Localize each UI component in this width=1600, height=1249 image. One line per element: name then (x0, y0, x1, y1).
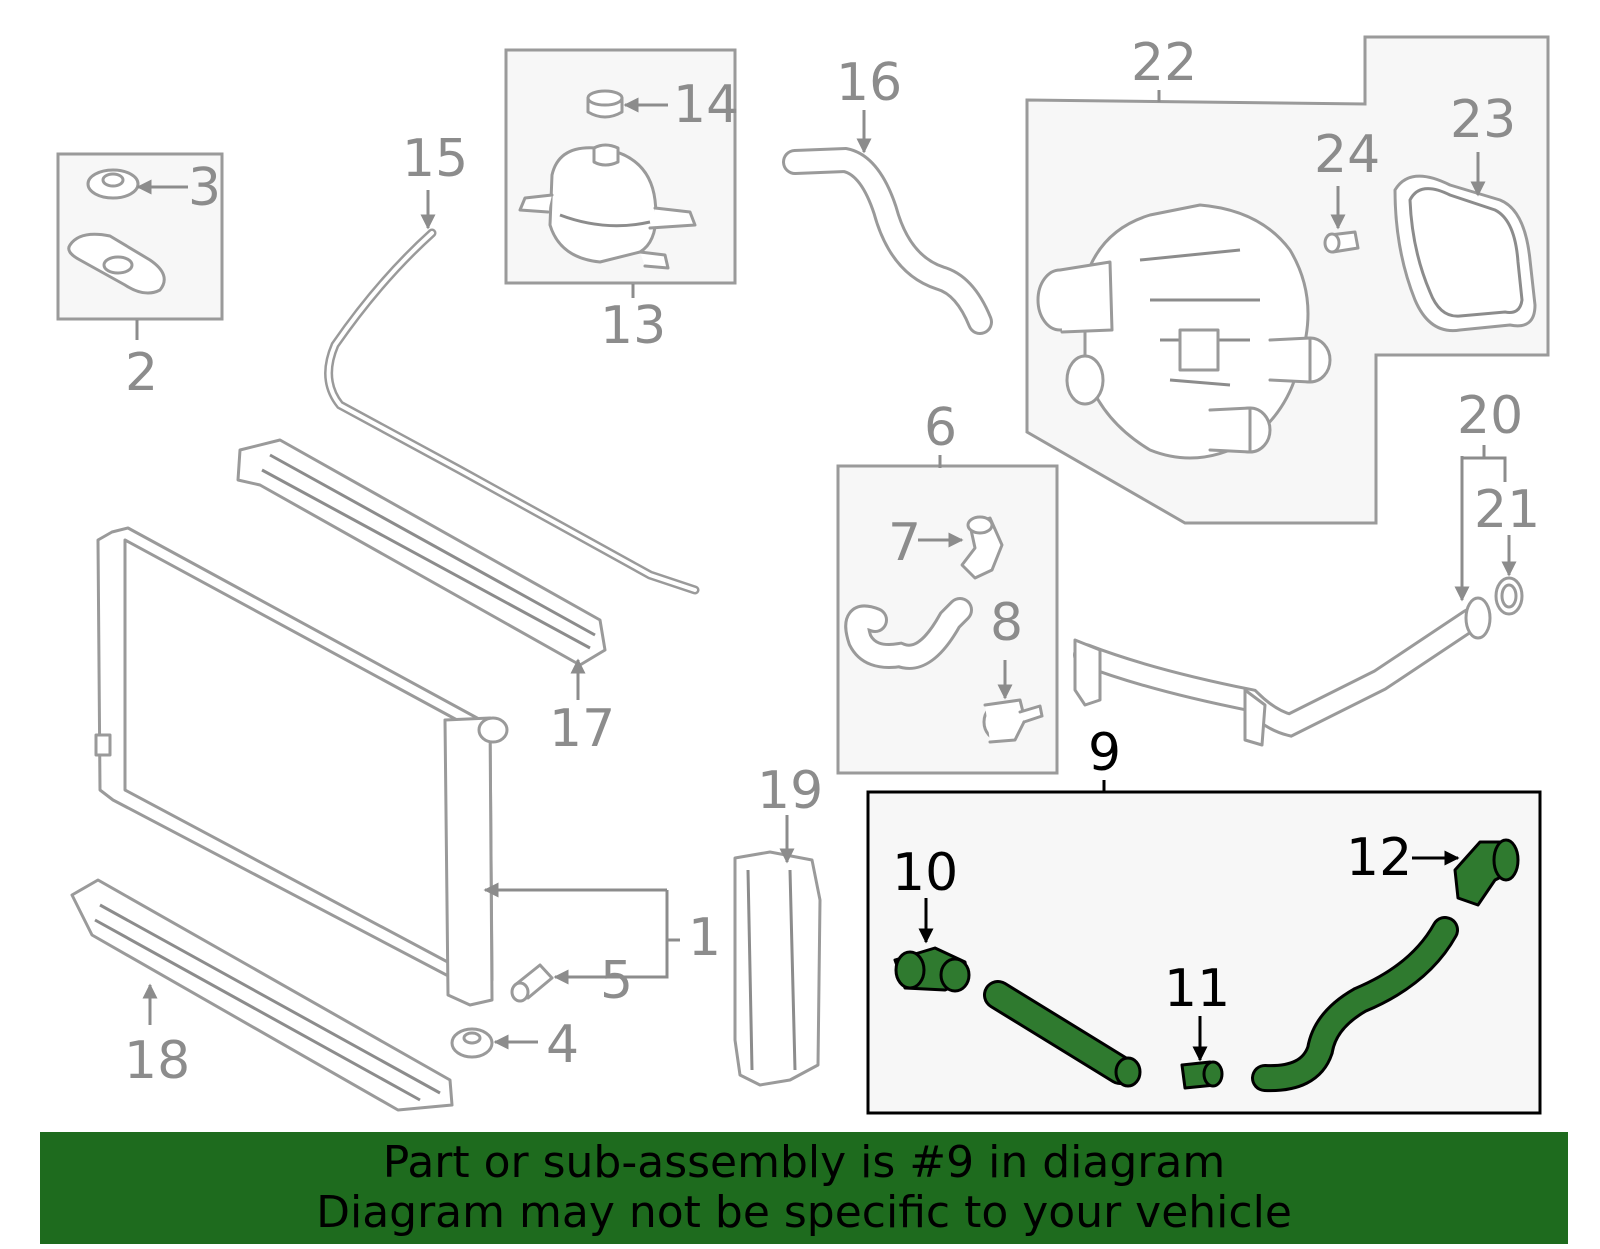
callout-7: 7 (888, 513, 921, 573)
callout-18: 18 (124, 1031, 190, 1091)
thermostat-sensor-part[interactable] (1323, 230, 1360, 254)
upper-hose-part[interactable] (782, 110, 993, 335)
pipe-o-ring-part[interactable] (1494, 576, 1524, 616)
callout-19: 19 (757, 761, 823, 821)
side-air-guard-part[interactable] (733, 815, 822, 1087)
reservoir-group (504, 48, 737, 298)
banner-line-2: Diagram may not be specific to your vehi… (316, 1187, 1292, 1238)
callout-20: 20 (1457, 386, 1523, 446)
callout-8: 8 (990, 593, 1023, 653)
hose-assembly-group[interactable] (866, 780, 1542, 1115)
bypass-hose-group (836, 455, 1059, 775)
callout-5: 5 (600, 951, 633, 1011)
callout-9: 9 (1088, 723, 1121, 783)
callout-17: 17 (549, 699, 615, 759)
hose-fitting-11-part[interactable] (1180, 1060, 1224, 1090)
bypass-hose-part[interactable] (844, 597, 973, 670)
hose-connector-10-part[interactable] (893, 946, 971, 993)
lower-air-guide-part[interactable] (70, 878, 454, 1112)
mount-kit-group (56, 152, 224, 340)
callout-24: 24 (1314, 125, 1380, 185)
callout-14: 14 (673, 75, 739, 135)
mount-insulator-part[interactable] (86, 168, 140, 200)
callout-1: 1 (688, 908, 721, 968)
callout-4: 4 (546, 1015, 579, 1075)
drain-plug-part[interactable] (510, 963, 554, 1003)
hose-elbow-12-part[interactable] (1453, 838, 1520, 907)
callout-6: 6 (924, 398, 957, 458)
hose-connector-part[interactable] (960, 515, 1004, 580)
callout-15: 15 (402, 129, 468, 189)
radiator-part[interactable] (94, 526, 509, 1007)
callout-11: 11 (1164, 959, 1230, 1019)
callout-12: 12 (1346, 828, 1412, 888)
lower-hose-part[interactable] (1251, 916, 1459, 1093)
lower-insulator-part[interactable] (450, 1027, 494, 1059)
thermostat-housing-group (1025, 35, 1550, 525)
thermostat-gasket-part[interactable] (1393, 174, 1537, 333)
callout-23: 23 (1450, 90, 1516, 150)
water-valve-part[interactable] (982, 698, 1044, 744)
callout-13: 13 (600, 296, 666, 356)
coolant-reservoir-part[interactable] (518, 143, 697, 270)
callout-22: 22 (1131, 33, 1197, 93)
mount-bracket-part[interactable] (67, 232, 166, 295)
callout-2: 2 (125, 343, 158, 403)
coolant-pipe-part[interactable] (1073, 596, 1492, 747)
info-banner: Part or sub-assembly is #9 in diagram Di… (40, 1132, 1568, 1244)
callout-21: 21 (1474, 480, 1540, 540)
overflow-tube-part[interactable] (324, 190, 700, 595)
upper-support-part[interactable] (236, 438, 607, 700)
thermostat-housing-part[interactable] (1036, 203, 1332, 460)
callout-10: 10 (892, 843, 958, 903)
reservoir-cap-part[interactable] (586, 89, 624, 119)
banner-line-1: Part or sub-assembly is #9 in diagram (382, 1137, 1226, 1188)
hose-section-part[interactable] (983, 980, 1142, 1088)
callout-16: 16 (836, 53, 902, 113)
callout-3: 3 (188, 158, 221, 218)
